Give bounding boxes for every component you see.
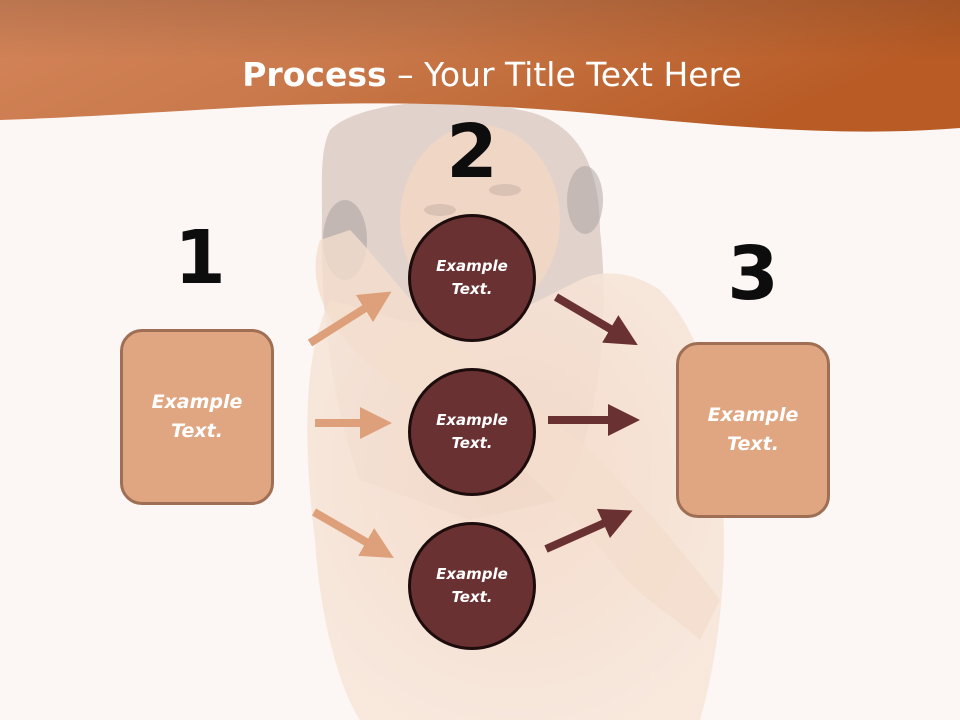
step-2-circle-top: Example Text. xyxy=(408,214,536,342)
step-1-box-text: Example Text. xyxy=(151,391,243,442)
step-2-circle-bottom-text: Example Text. xyxy=(436,565,508,606)
arrow-1-to-2c xyxy=(312,508,394,558)
page-title: Process – Your Title Text Here xyxy=(0,52,960,98)
step-1-box: Example Text. xyxy=(120,329,274,505)
step-number-1: 1 xyxy=(174,215,226,301)
step-2-circle-middle-text: Example Text. xyxy=(436,411,508,452)
title-bold: Process xyxy=(242,55,387,94)
arrow-1-to-2a xyxy=(307,291,392,347)
step-2-circle-top-text: Example Text. xyxy=(436,257,508,298)
step-2-circle-bottom: Example Text. xyxy=(408,522,536,650)
header-band xyxy=(0,0,960,132)
step-number-3: 3 xyxy=(727,231,779,317)
step-3-box-text: Example Text. xyxy=(707,404,799,455)
arrow-2c-to-3 xyxy=(544,508,633,553)
arrow-2a-to-3 xyxy=(553,293,638,346)
step-number-2: 2 xyxy=(446,109,498,195)
title-rest: – Your Title Text Here xyxy=(386,55,742,94)
step-2-circle-middle: Example Text. xyxy=(408,368,536,496)
step-3-box: Example Text. xyxy=(676,342,830,518)
